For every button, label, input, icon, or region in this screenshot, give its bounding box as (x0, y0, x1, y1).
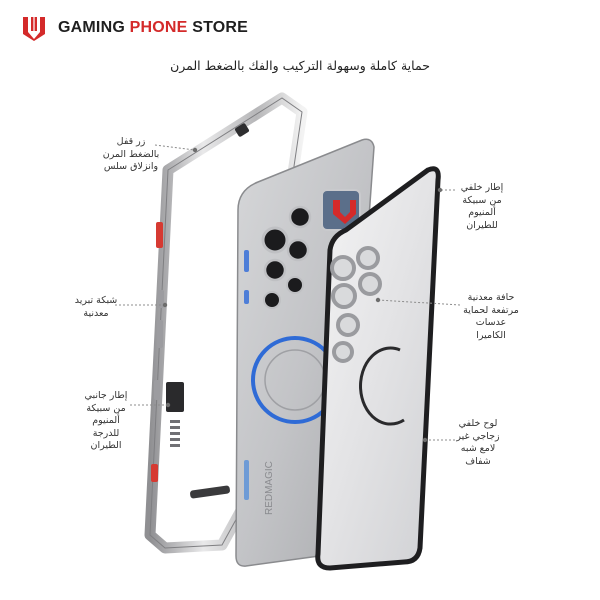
brand-name: GAMING PHONE STORE (58, 19, 248, 37)
label-side-frame: إطار جانبي من سبيكة ألمنيوم للدرجة الطير… (84, 390, 128, 451)
brand-word-phone: PHONE (129, 19, 188, 36)
red-button-bottom (151, 464, 158, 482)
phone-back-text: REDMAGIC (264, 461, 275, 515)
glass-back-panel (315, 166, 441, 571)
label-camera-edge: حافة معدنية مرتفعة لحماية عدسات الكاميرا (463, 292, 519, 341)
brand-header: GAMING PHONE STORE (20, 14, 248, 42)
bumper-frame (144, 92, 308, 554)
label-lock-button: زر قفل بالضغط المرن وانزلاق سلس (102, 136, 160, 172)
red-magic-logo-icon (23, 17, 45, 41)
leader-lines (115, 144, 461, 441)
brand-word-gaming: GAMING (58, 19, 125, 36)
red-button-top (156, 222, 163, 248)
label-glass-back: لوح خلفي زجاجي غير لامع شبه شفاف (456, 418, 500, 467)
brand-word-store: STORE (192, 19, 249, 36)
label-cooling-grid: شبكة تبريد معدنية (74, 295, 118, 319)
lock-slider (166, 382, 184, 412)
cooling-grid (170, 420, 180, 447)
label-back-frame: إطار خلفي من سبيكة ألمنيوم للطيران (460, 182, 504, 231)
page-headline: حماية كاملة وسهولة التركيب والفك بالضغط … (170, 58, 430, 73)
